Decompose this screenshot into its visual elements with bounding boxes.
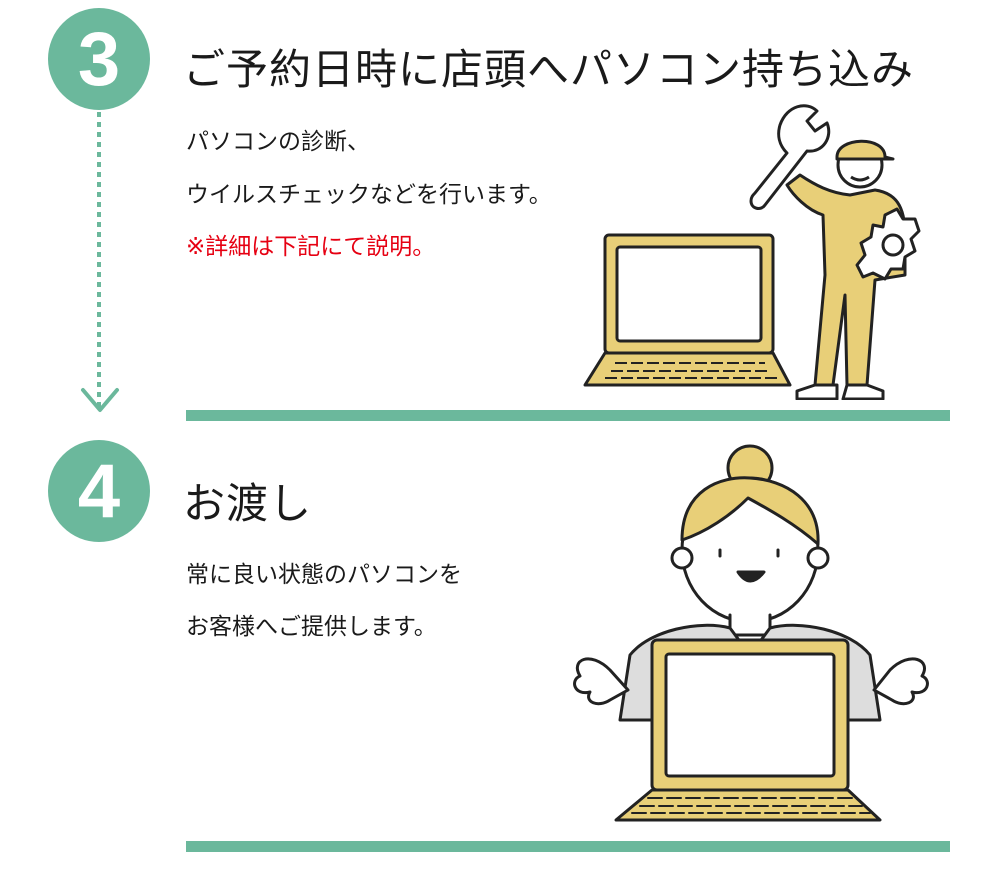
dotted-arrow-down-icon <box>81 388 119 412</box>
step-3-title: ご予約日時に店頭へパソコン持ち込み <box>183 45 915 94</box>
step-4-badge: 4 <box>48 440 150 542</box>
wrench-icon <box>749 104 831 210</box>
step-3-desc-line1: パソコンの診断、 <box>186 129 370 155</box>
step-4-desc-line1: 常に良い状態のパソコンを <box>186 562 462 588</box>
step-4-divider <box>186 841 950 852</box>
step-3-desc-line2: ウイルスチェックなどを行います。 <box>186 182 552 208</box>
step-3-note: ※詳細は下記にて説明。 <box>186 234 436 260</box>
laptop-icon <box>583 233 792 387</box>
step-4-desc-line2: お客様へご提供します。 <box>186 614 437 640</box>
woman-presenting-illustration <box>573 444 929 822</box>
technician-illustration <box>583 104 921 400</box>
step-3-badge: 3 <box>48 8 150 110</box>
step-4-title: お渡し <box>183 479 313 528</box>
dotted-connector-line <box>97 112 101 412</box>
step-3-divider <box>186 410 950 421</box>
